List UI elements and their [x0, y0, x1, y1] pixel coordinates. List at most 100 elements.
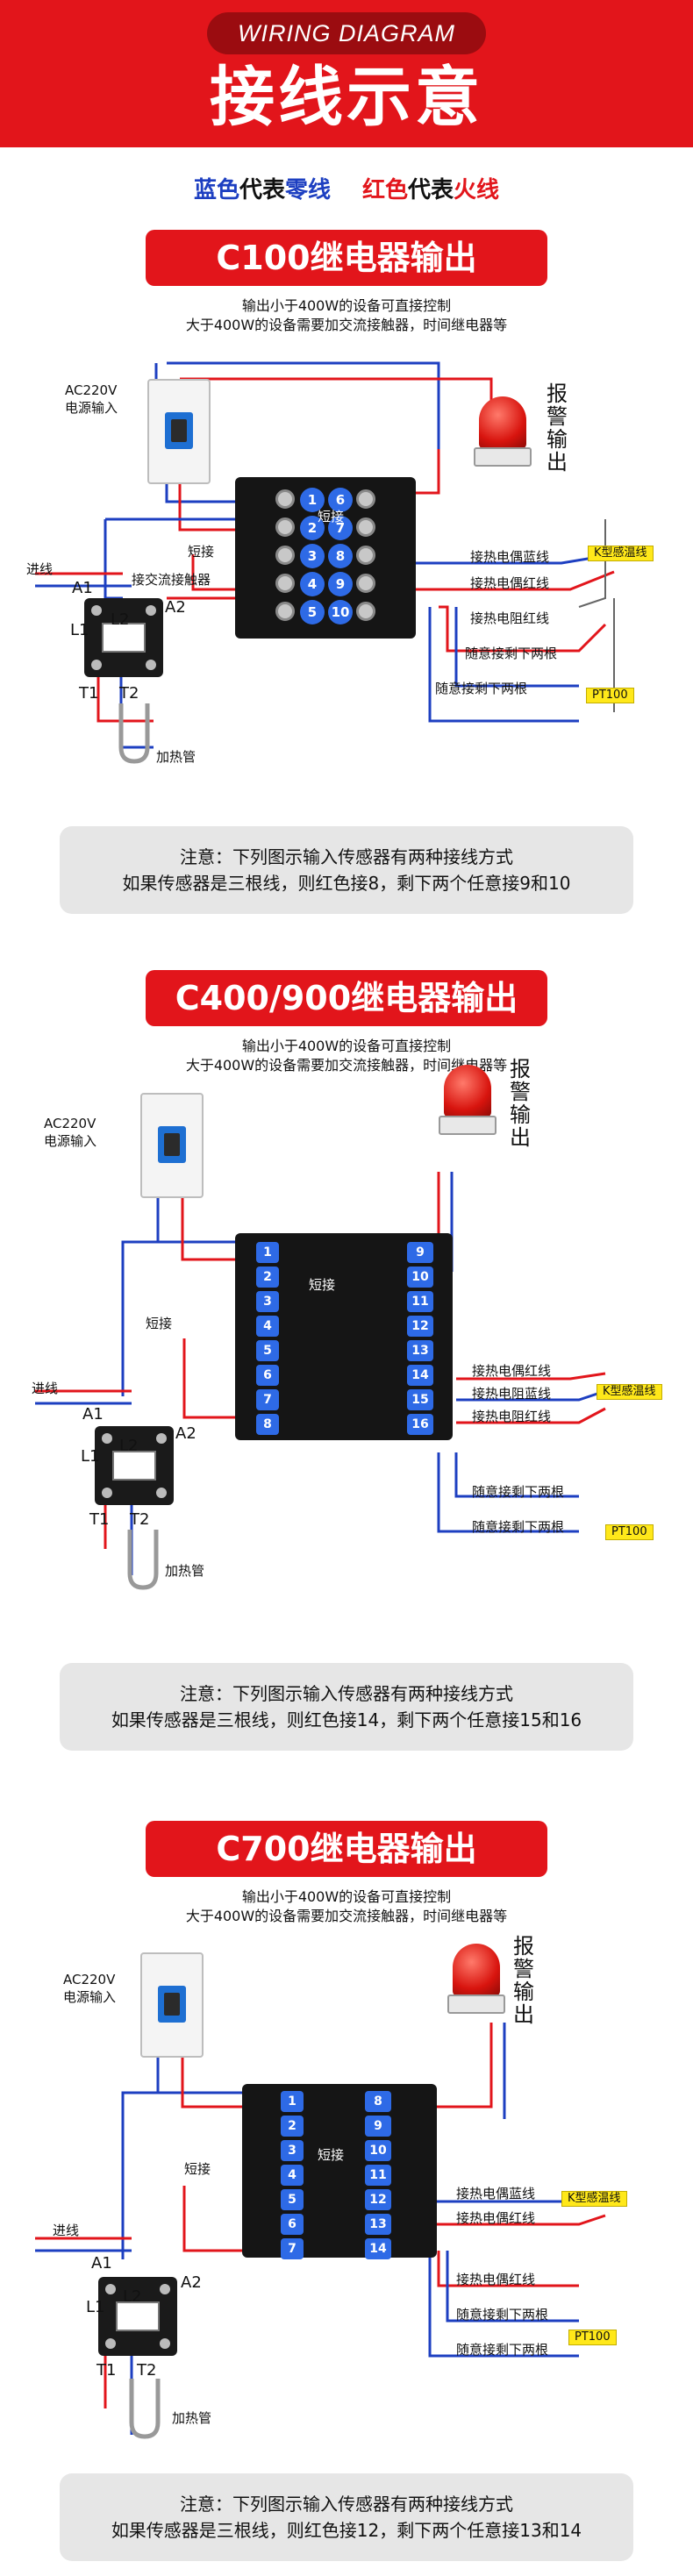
legend-blue-tail: 零线: [284, 177, 331, 203]
note-line-2: 如果传感器是三根线，则红色接8，剩下两个任意接9和10: [122, 873, 571, 894]
wire-label-3: 接热电阻红线: [472, 1409, 552, 1424]
heater-label: 加热管: [156, 749, 196, 765]
section-title: C700继电器输出: [146, 1821, 547, 1877]
wire-label-4: 随意接剩下两根: [465, 646, 558, 661]
terminal-2: 2: [281, 2116, 304, 2137]
wiring-diagram: AC220V 电源输入 报警输出 1 2 3 4 5 6 7 8 9 10 11…: [0, 1935, 693, 2461]
section-sub1: 输出小于400W的设备可直接控制: [241, 1038, 452, 1054]
alarm-lamp: [439, 1065, 497, 1144]
note-box: 注意：下列图示输入传感器有两种接线方式 如果传感器是三根线，则红色接14，剩下两…: [60, 1663, 633, 1751]
line-in-label: 进线: [26, 561, 54, 577]
a2-label: A2: [181, 2273, 202, 2292]
l2-label: L2: [119, 1437, 139, 1455]
heater-label: 加热管: [165, 1563, 205, 1579]
k-sensor-tag: K型感温线: [561, 2191, 627, 2207]
power-label-1: AC220V: [63, 1972, 116, 1987]
note-line-2: 如果传感器是三根线，则红色接14，剩下两个任意接15和16: [111, 1709, 582, 1730]
terminal-14: 14: [365, 2238, 391, 2259]
terminal-2: 2: [256, 1267, 279, 1288]
wire-label-5: 随意接剩下两根: [435, 681, 528, 696]
section-sub2: 大于400W的设备需要加交流接触器，时间继电器等: [185, 1057, 508, 1074]
terminal-5: 5: [300, 600, 325, 624]
terminal-10: 10: [365, 2140, 391, 2161]
power-label-1: AC220V: [44, 1116, 96, 1131]
section-title: C400/900继电器输出: [146, 970, 547, 1026]
terminal-4: 4: [300, 572, 325, 596]
terminal-5: 5: [256, 1340, 279, 1361]
circuit-breaker: [140, 1093, 204, 1198]
terminal-6: 6: [256, 1365, 279, 1386]
ac-contactor: [95, 1426, 174, 1505]
terminal-4: 4: [256, 1316, 279, 1337]
note-line-2: 如果传感器是三根线，则红色接12，剩下两个任意接13和14: [111, 2520, 582, 2541]
terminal-9: 9: [407, 1242, 433, 1263]
t1-label: T1: [79, 684, 99, 703]
terminal-16: 16: [407, 1414, 433, 1435]
l1-label: L1: [81, 1447, 100, 1466]
k-sensor-tag: K型感温线: [597, 1384, 662, 1400]
l1-label: L1: [86, 2298, 105, 2316]
wire-label-2: 接热电偶红线: [456, 2210, 536, 2226]
terminal-13: 13: [407, 1340, 433, 1361]
header-banner: WIRING DIAGRAM 接线示意: [0, 0, 693, 147]
wiring-diagram: AC220V 电源输入 报警输出 1 2 3 4 5 6 7 8 9 10 11…: [0, 1058, 693, 1645]
short-label-2: 短接: [146, 1316, 173, 1331]
heater-label: 加热管: [172, 2410, 212, 2426]
l2-label: L2: [123, 2287, 142, 2306]
short-label-1: 短接: [318, 509, 345, 524]
terminal-9: 9: [365, 2116, 391, 2137]
alarm-lamp: [474, 396, 532, 475]
terminal-3: 3: [300, 544, 325, 568]
controller-c700: 1 2 3 4 5 6 7 8 9 10 11 12 13 14: [242, 2084, 437, 2259]
alarm-lamp: [447, 1944, 505, 2023]
a1-label: A1: [72, 579, 93, 597]
pt100-tag: PT100: [605, 1524, 654, 1540]
terminal-12: 12: [365, 2189, 391, 2210]
heater-icon: [129, 2379, 161, 2439]
circuit-breaker: [147, 379, 211, 484]
short-label-1: 短接: [309, 1277, 336, 1293]
wiring-diagram: AC220V 电源输入 报警输出 1 2 3 4 5 6 7 8 9 10 短接…: [0, 344, 693, 817]
terminal-11: 11: [407, 1291, 433, 1312]
header-subtitle: WIRING DIAGRAM: [207, 12, 486, 54]
contactor-label: 接交流接触器: [132, 572, 211, 588]
terminal-10: 10: [407, 1267, 433, 1288]
power-label-1: AC220V: [65, 382, 118, 398]
wires: [35, 361, 615, 749]
section-c400-900: C400/900继电器输出 输出小于400W的设备可直接控制 大于400W的设备…: [0, 970, 693, 1759]
section-sub2: 大于400W的设备需要加交流接触器，时间继电器等: [185, 317, 508, 333]
note-line-1: 注意：下列图示输入传感器有两种接线方式: [180, 1683, 513, 1704]
wire-label-3: 接热电偶红线: [456, 2272, 536, 2287]
terminal-1: 1: [300, 488, 325, 512]
terminal-1: 1: [281, 2091, 304, 2112]
a1-label: A1: [82, 1405, 104, 1424]
terminal-3: 3: [281, 2140, 304, 2161]
section-c100: C100继电器输出 输出小于400W的设备可直接控制 大于400W的设备需要加交…: [0, 230, 693, 931]
terminal-13: 13: [365, 2214, 391, 2235]
t2-label: T2: [137, 2361, 157, 2380]
legend-red-word: 红色: [362, 177, 409, 203]
note-box: 注意：下列图示输入传感器有两种接线方式 如果传感器是三根线，则红色接8，剩下两个…: [60, 826, 633, 914]
t2-label: T2: [119, 684, 139, 703]
section-title: C100继电器输出: [146, 230, 547, 286]
power-label-2: 电源输入: [63, 1989, 117, 2005]
terminal-8: 8: [328, 544, 353, 568]
section-sub1: 输出小于400W的设备可直接控制: [241, 297, 452, 314]
line-in-label: 进线: [53, 2223, 80, 2238]
short-label-1: 短接: [318, 2147, 345, 2163]
t2-label: T2: [130, 1510, 150, 1529]
note-line-1: 注意：下列图示输入传感器有两种接线方式: [180, 2494, 513, 2515]
short-label-2: 短接: [188, 544, 215, 560]
legend-red-tail: 火线: [454, 177, 500, 203]
ac-contactor: [98, 2277, 177, 2356]
terminal-5: 5: [281, 2189, 304, 2210]
wire-label-3: 接热电阻红线: [470, 610, 550, 626]
wire-label-2: 接热电偶红线: [470, 575, 550, 591]
terminal-3: 3: [256, 1291, 279, 1312]
power-label-2: 电源输入: [65, 400, 118, 416]
circuit-breaker: [140, 1952, 204, 2058]
terminal-2: 2: [300, 516, 325, 540]
controller-c400-900: 1 2 3 4 5 6 7 8 9 10 11 12 13 14 15 16: [235, 1233, 453, 1440]
terminal-8: 8: [365, 2091, 391, 2112]
l2-label: L2: [111, 610, 130, 629]
